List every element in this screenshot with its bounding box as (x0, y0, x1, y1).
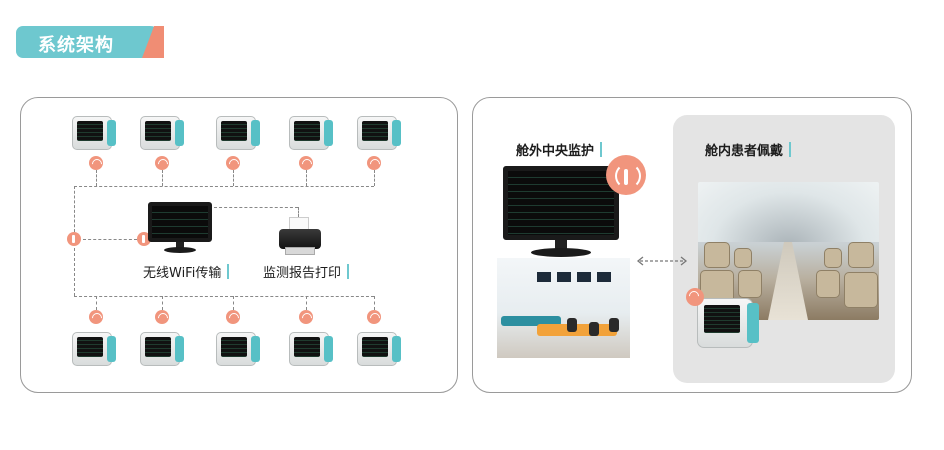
title-tab-background (16, 26, 164, 58)
wifi-icon (89, 310, 103, 324)
patient-monitor-device (140, 332, 184, 366)
report-print-label: 监测报告打印 (263, 262, 349, 281)
connector-line (96, 296, 97, 310)
connector-line (162, 296, 163, 310)
connector-line (233, 296, 234, 310)
wifi-icon (226, 156, 240, 170)
top-bus-line (74, 186, 374, 187)
section-title-tab: 系统架构 (16, 26, 164, 58)
connector-line (74, 248, 75, 296)
wifi-icon (367, 310, 381, 324)
patient-monitor-device (216, 116, 260, 150)
connector-line (233, 170, 234, 186)
wifi-transmission-label: 无线WiFi传输 (143, 262, 229, 281)
control-room-photo (497, 258, 630, 358)
antenna-icon (67, 232, 81, 246)
patient-monitor-device (289, 116, 333, 150)
hyperbaric-cabin-photo (698, 182, 879, 320)
connector-line (374, 170, 375, 186)
central-station-monitor (148, 202, 212, 254)
wifi-icon (299, 310, 313, 324)
connector-line (162, 170, 163, 186)
printer-icon (277, 217, 323, 257)
wearable-monitor-device (697, 298, 759, 348)
wifi-signal-icon (606, 155, 646, 195)
connector-line (374, 296, 375, 310)
patient-monitor-device (216, 332, 260, 366)
antenna-icon (137, 232, 151, 246)
connector-line (214, 207, 298, 208)
wifi-icon (299, 156, 313, 170)
cabin-patient-label: 舱内患者佩戴 (705, 140, 791, 159)
patient-monitor-device (72, 116, 116, 150)
wifi-icon (155, 310, 169, 324)
section-title: 系统架构 (38, 35, 114, 56)
central-monitor-label: 舱外中央监护 (516, 140, 602, 159)
patient-monitor-device (140, 116, 184, 150)
patient-monitor-device (357, 116, 401, 150)
patient-monitor-device (289, 332, 333, 366)
wifi-icon (686, 288, 704, 306)
wifi-icon (367, 156, 381, 170)
connector-line (83, 239, 137, 240)
patient-monitor-device (357, 332, 401, 366)
connector-line (96, 170, 97, 186)
connector-line (298, 207, 299, 217)
connector-line (306, 296, 307, 310)
patient-monitor-device (72, 332, 116, 366)
wifi-icon (226, 310, 240, 324)
bidirectional-arrow-icon (636, 256, 688, 266)
wifi-icon (155, 156, 169, 170)
central-station-display (503, 166, 619, 258)
bottom-bus-line (74, 296, 374, 297)
wifi-icon (89, 156, 103, 170)
connector-line (74, 186, 75, 232)
connector-line (306, 170, 307, 186)
